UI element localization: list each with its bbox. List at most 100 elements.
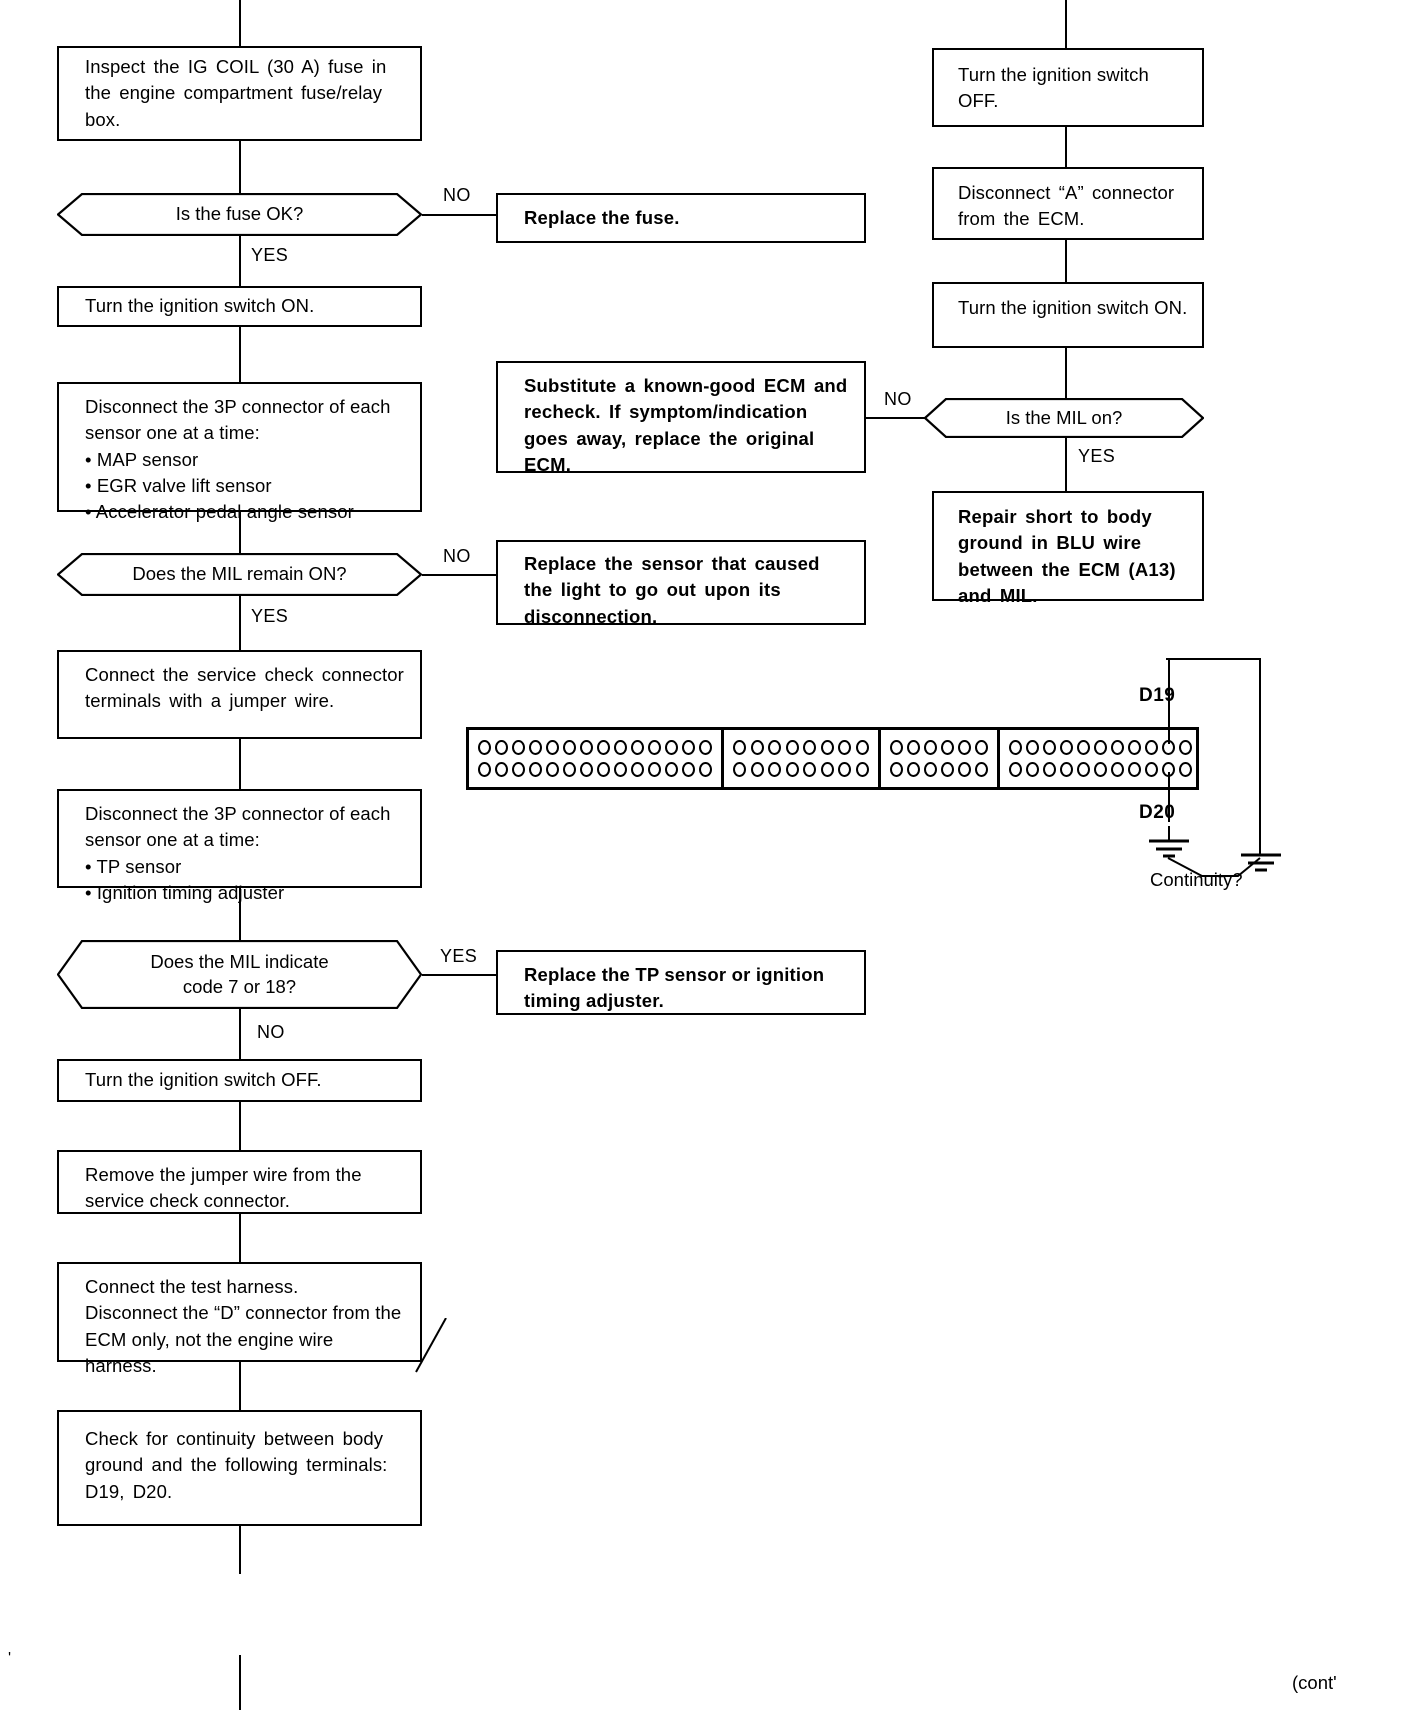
step-ignition-off-1-text: Turn the ignition switch OFF. [958, 64, 1149, 112]
flow-line-top-right [1065, 0, 1067, 48]
decision-mil-remain-on: Does the MIL remain ON? [57, 553, 422, 596]
step-disconnect-3p-1: Disconnect the 3P connector of each sens… [57, 382, 422, 522]
connector-pin [529, 740, 542, 755]
pin-label-d19: D19 [1139, 685, 1176, 706]
connector-pin [580, 762, 593, 777]
crop-mark: ' [8, 1650, 12, 1667]
connector-pin [682, 740, 695, 755]
connector-pin [495, 740, 508, 755]
decision-mil-code-text: Does the MIL indicate code 7 or 18? [150, 950, 329, 997]
connector-pin [838, 740, 852, 755]
step-remove-jumper-text: Remove the jumper wire from the service … [85, 1164, 362, 1212]
step-ignition-on-1-text: Turn the ignition switch ON. [85, 295, 315, 317]
connector-pin [699, 762, 712, 777]
connector-pin [820, 740, 834, 755]
connector-pin [1179, 740, 1192, 755]
step-inspect-fuse-text: Inspect the IG COIL (30 A) fuse in the e… [85, 56, 387, 130]
pin-label-d20: D20 [1139, 802, 1176, 823]
connector-pin [546, 740, 559, 755]
connector-row-bottom [888, 759, 990, 781]
flow-line [239, 888, 241, 940]
step-repair-short: Repair short to body ground in BLU wire … [932, 491, 1204, 606]
connector-pin [648, 762, 661, 777]
continued-note: (cont' [1292, 1672, 1337, 1693]
connector-pin [750, 740, 764, 755]
flow-line [239, 1214, 241, 1262]
connector-pin [1179, 762, 1192, 777]
connector-pin [665, 740, 678, 755]
decision-mil-on-text: Is the MIL on? [1005, 406, 1123, 428]
connector-pin [478, 762, 491, 777]
callout-pointer-icon [415, 1318, 447, 1373]
lead-line-d20-lower [1168, 826, 1170, 842]
step-check-continuity-text: Check for continuity between body ground… [85, 1428, 388, 1502]
flow-line [239, 512, 241, 553]
connector-group-3 [881, 730, 1000, 787]
connector-pin [597, 762, 610, 777]
step-remove-jumper: Remove the jumper wire from the service … [57, 1150, 422, 1214]
connector-pin [733, 762, 746, 777]
step-replace-fuse: Replace the fuse. [496, 193, 866, 243]
continuity-label: Continuity? [1150, 869, 1243, 890]
ecm-connector-diagram [466, 727, 1199, 790]
branch-line-yes [422, 974, 496, 976]
step-disconnect-3p-2: Disconnect the 3P connector of each sens… [57, 789, 422, 903]
branch-label-yes: YES [1078, 446, 1116, 466]
connector-pin [803, 740, 817, 755]
connector-pin [838, 762, 852, 777]
connector-pin [1077, 762, 1090, 777]
connector-pin [1128, 762, 1141, 777]
flow-line [239, 326, 241, 382]
hexagon-shape [57, 193, 422, 236]
flow-line-top-left [239, 0, 241, 46]
connector-row-bottom [731, 759, 871, 781]
lead-line-d20 [1168, 772, 1170, 822]
decision-mil-on: Is the MIL on? [924, 398, 1204, 438]
connector-group-4 [1000, 730, 1201, 787]
branch-label-no: NO [884, 389, 912, 409]
flow-line [239, 1009, 241, 1059]
connector-pin [1043, 740, 1056, 755]
step-ignition-on-2: Turn the ignition switch ON. [932, 282, 1204, 348]
step-ignition-off-2-text: Turn the ignition switch OFF. [85, 1069, 322, 1091]
connector-pin [803, 762, 817, 777]
connector-row-top [888, 737, 990, 759]
step-connect-service-check-text: Connect the service check connector term… [85, 664, 404, 712]
step-ignition-on-2-text: Turn the ignition switch ON. [958, 297, 1188, 318]
flow-line [239, 739, 241, 789]
connector-row-top [1007, 737, 1194, 759]
branch-line-no [866, 417, 926, 419]
connector-pin [1094, 762, 1107, 777]
branch-label-no: NO [443, 185, 471, 205]
connector-pin [890, 762, 903, 777]
lead-line-d19-top [1166, 658, 1261, 660]
connector-group-2 [724, 730, 881, 787]
lead-line-right [1259, 658, 1261, 854]
connector-pin [495, 762, 508, 777]
step-replace-sensor-text: Replace the sensor that caused the light… [524, 553, 820, 627]
branch-line-no [422, 214, 496, 216]
connector-pin [890, 740, 903, 755]
hexagon-shape [57, 940, 422, 1009]
branch-label-yes: YES [440, 946, 478, 966]
flow-line [1065, 240, 1067, 282]
connector-pin [648, 740, 661, 755]
flow-line [239, 1362, 241, 1410]
connector-pin [750, 762, 764, 777]
connector-row-bottom [476, 759, 714, 781]
connector-pin [1094, 740, 1107, 755]
connector-pin [1043, 762, 1056, 777]
connector-pin [682, 762, 695, 777]
flow-line [1065, 127, 1067, 167]
connector-row-top [731, 737, 871, 759]
connector-pin [1009, 740, 1022, 755]
branch-line-no [422, 574, 496, 576]
continuity-bracket-icon [1167, 857, 1261, 877]
connector-pin [941, 762, 954, 777]
connector-pin [975, 762, 988, 777]
step-inspect-fuse: Inspect the IG COIL (30 A) fuse in the e… [57, 46, 422, 141]
connector-pin [512, 740, 525, 755]
connector-pin [1060, 762, 1073, 777]
decision-fuse-ok: Is the fuse OK? [57, 193, 422, 236]
